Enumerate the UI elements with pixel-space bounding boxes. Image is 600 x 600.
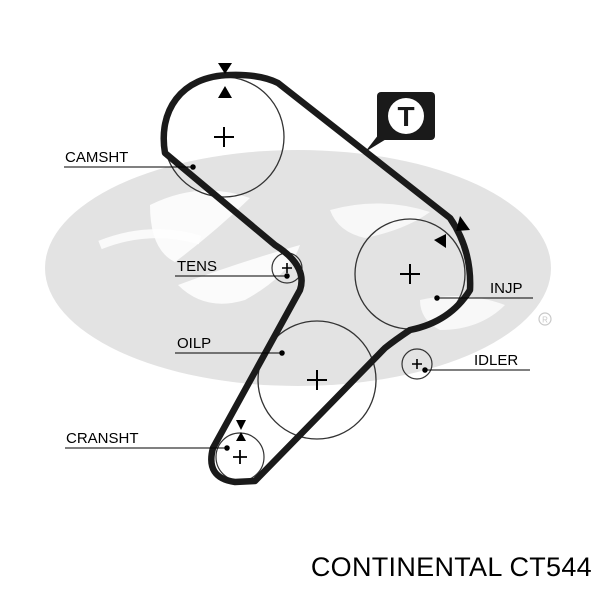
injection-pump-label: INJP (490, 280, 523, 297)
idler-label: IDLER (474, 352, 518, 369)
tension-badge-letter: T (397, 101, 414, 132)
camshaft-timing-mark-icon (218, 63, 232, 98)
oil-pump-label: OILP (177, 335, 211, 352)
registered-icon: R (538, 312, 552, 326)
leader-lines (64, 164, 533, 451)
tensioner-label: TENS (177, 258, 217, 275)
crankshaft-timing-mark-icon (236, 420, 246, 441)
tension-badge-icon: T (365, 92, 435, 152)
crankshaft-label: CRANSHT (66, 430, 139, 447)
camshaft-label: CAMSHT (65, 149, 128, 166)
product-caption: CONTINENTAL CT544 (310, 552, 592, 582)
svg-text:R: R (542, 316, 548, 325)
injection-pump-timing-mark-icon (434, 216, 470, 248)
idler-pulley (401, 348, 433, 380)
oil-pump-pulley (257, 320, 377, 440)
